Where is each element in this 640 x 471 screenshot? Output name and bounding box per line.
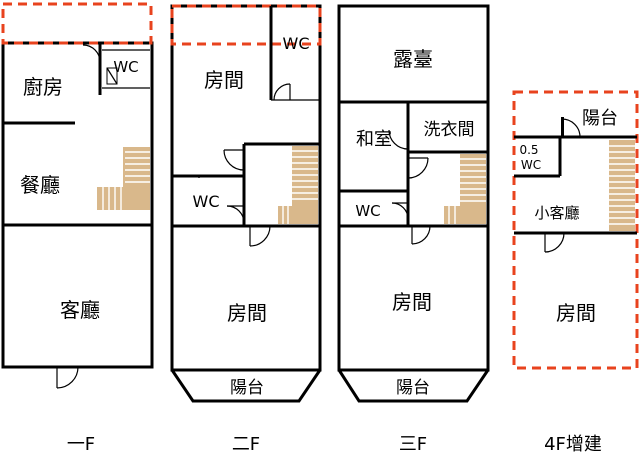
room-label-room-main: 房間 [392, 290, 432, 314]
floor-2-addition-strip [170, 4, 322, 46]
floor-caption-1f: 一F [67, 434, 95, 455]
room-label-small-living: 小客廳 [534, 204, 579, 222]
room-label-living: 客廳 [60, 298, 100, 322]
floor-3-balcony-outline [337, 369, 490, 403]
floor-4-addition-outline [512, 90, 639, 370]
floor-3-stair-door [407, 157, 429, 179]
floor-3-outline [337, 4, 490, 372]
floor-1-wc-door [82, 44, 118, 85]
room-label-laundry: 洗衣間 [424, 120, 475, 140]
floor-caption-2f: 二F [232, 434, 260, 455]
room-label-wc-mid: WC [193, 192, 220, 211]
room-label-wc: WC [355, 202, 380, 220]
floor-1: 廚房 WC 餐廳 客廳 一F [1, 2, 154, 455]
floor-2-balcony-outline [170, 369, 322, 403]
floor-3-japanese-room-door [388, 129, 409, 150]
room-label-japanese-room: 和室 [356, 129, 392, 150]
room-label-wc-size: 0.5 [519, 143, 538, 157]
room-label-balcony: 陽台 [582, 108, 618, 129]
room-label-balcony: 陽台 [396, 378, 430, 398]
room-label-balcony: 陽台 [230, 378, 264, 398]
room-label-terrace: 露臺 [393, 47, 433, 71]
room-label-room-top: 房間 [204, 68, 244, 92]
floor-4-balcony-door [561, 117, 581, 138]
floor-3: 露臺 和室 洗衣間 WC 房間 陽台 三F [337, 4, 490, 455]
floor-3-room-door [411, 225, 431, 245]
floor-2-outline [170, 4, 322, 372]
room-label-wc-top: WC [283, 34, 310, 53]
floor-3-wc-door [391, 202, 409, 220]
floor-4-addition: 陽台 0.5 WC 小客廳 房間 4F增建 [512, 90, 639, 455]
floor-caption-4f: 4F增建 [544, 434, 602, 455]
floor-2-stairs [278, 146, 318, 224]
floor-2: WC 房間 WC 房間 陽台 二F [170, 4, 322, 455]
floor-1-stairs [97, 147, 150, 210]
floor-4-stairs [609, 140, 635, 231]
floor-1-addition-strip [1, 2, 153, 45]
floor-1-entrance-door [56, 366, 79, 389]
room-label-room-main: 房間 [227, 301, 267, 325]
floor-3-stairs [444, 154, 486, 224]
room-label-dining: 餐廳 [20, 173, 60, 197]
floor-2-room-door [249, 225, 271, 247]
floor-4-room-door [544, 232, 565, 253]
floor-2-stair-door [223, 149, 245, 171]
floor-2-top-wc-door [273, 83, 291, 101]
floor-caption-3f: 三F [399, 434, 427, 455]
room-label-kitchen: 廚房 [23, 75, 63, 99]
room-label-wc-small: WC [521, 158, 541, 172]
room-label-room-main: 房間 [556, 301, 596, 325]
room-label-wc: WC [113, 58, 138, 76]
floor-2-mid-wc-door [226, 205, 245, 224]
